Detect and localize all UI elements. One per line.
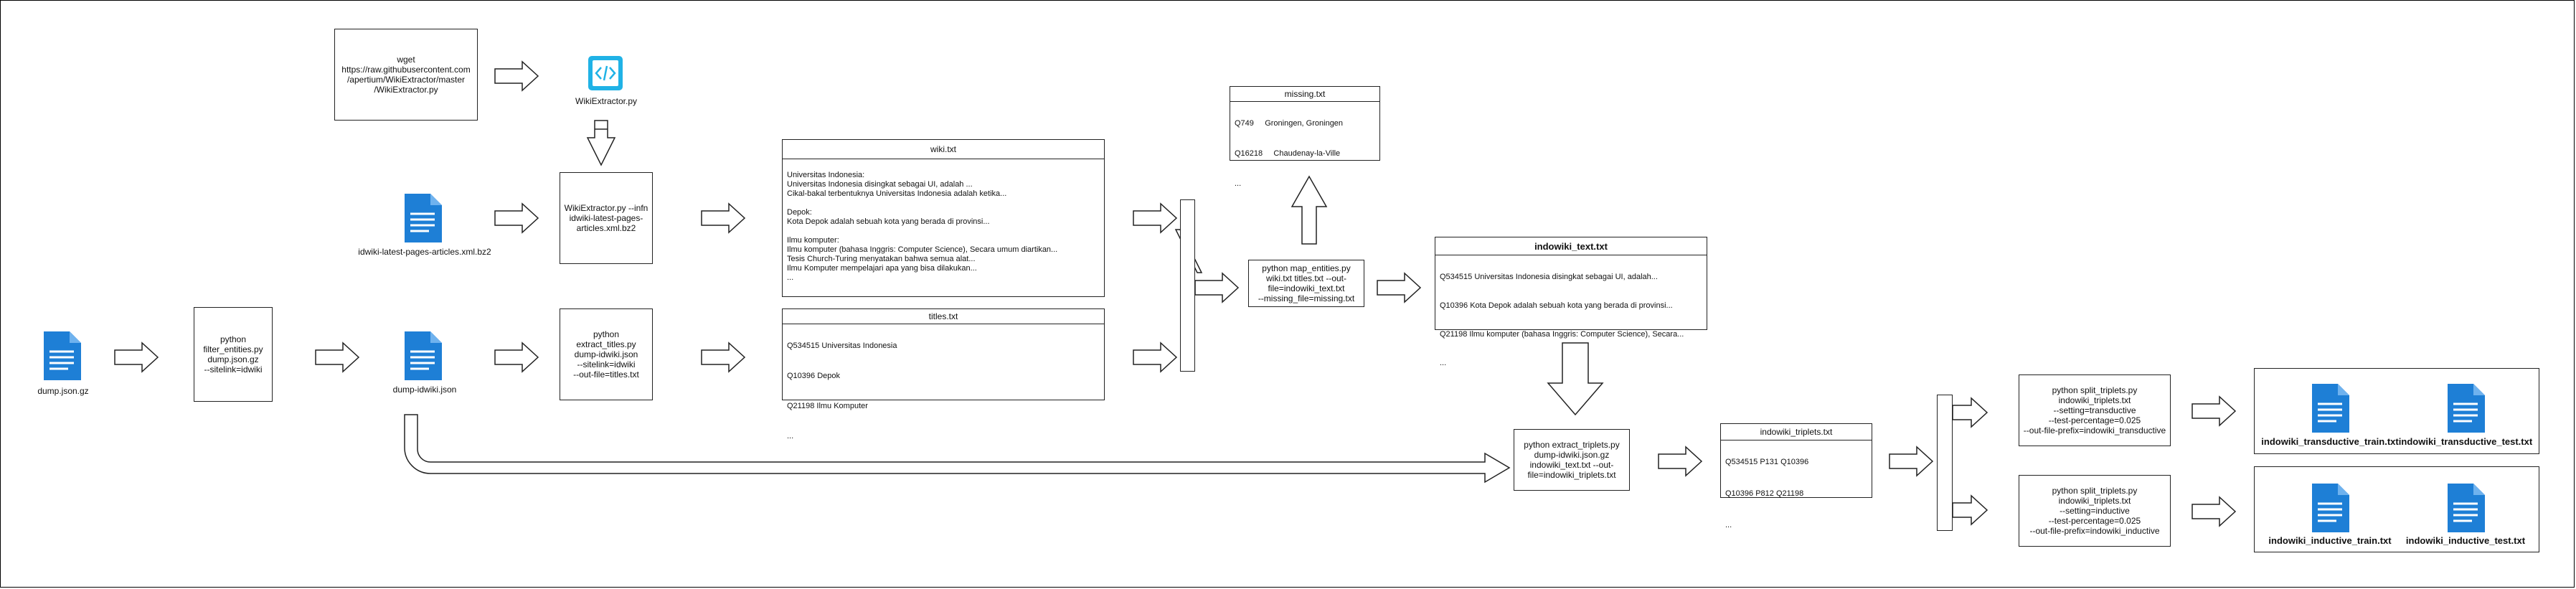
arrow-map-to-missing <box>1291 175 1328 245</box>
arrow-wikiextractor-to-extractor <box>586 120 616 166</box>
map-entities-step: python map_entities.py wiki.txt titles.t… <box>1248 260 1364 307</box>
arrow-extractor-to-wiki <box>701 202 746 234</box>
arrow-map-to-indowiki-text <box>1377 272 1422 303</box>
titles-row: Q21198 Ilmu Komputer <box>787 402 868 410</box>
wikiextractor-step: WikiExtractor.py --infn idwiki-latest-pa… <box>560 172 653 264</box>
missing-txt-title: missing.txt <box>1230 87 1379 102</box>
wiki-txt-title: wiki.txt <box>783 140 1104 159</box>
split-inductive-step: python split_triplets.py indowiki_triple… <box>2019 475 2171 547</box>
document-icon <box>44 331 81 380</box>
inductive-train-label: indowiki_inductive_train.txt <box>2268 535 2392 546</box>
arrow-split-lower <box>1952 494 1988 526</box>
wget-step: wget https://raw.githubusercontent.com /… <box>334 29 478 121</box>
wiki-txt-panel: wiki.txt Universitas Indonesia: Universi… <box>782 139 1105 297</box>
indowiki-text-title: indowiki_text.txt <box>1435 237 1707 255</box>
arrow-idwiki-bent-to-extract <box>404 414 1511 484</box>
missing-txt-panel: missing.txt Q749 Groningen, Groningen Q1… <box>1230 86 1380 188</box>
document-icon <box>405 194 442 242</box>
indowiki-text-row: Q10396 Kota Depok adalah sebuah kota yan… <box>1440 301 1673 310</box>
arrow-dump-to-filter <box>114 341 159 373</box>
inductive-results-group <box>2254 466 2539 552</box>
missing-row: Q16218 Chaudenay-la-Ville <box>1235 149 1341 158</box>
extract-triplets-step: python extract_triplets.py dump-idwiki.j… <box>1514 429 1630 491</box>
arrow-merge-to-map <box>1194 272 1240 303</box>
titles-row: Q10396 Depok <box>787 372 840 380</box>
arrow-wiki-to-merge <box>1133 202 1178 234</box>
arrow-triplets-to-split <box>1889 446 1934 477</box>
document-icon <box>2448 484 2485 532</box>
arrow-indowiki-text-to-extract <box>1547 342 1604 416</box>
arrow-filter-to-idwiki <box>315 341 360 373</box>
transductive-results-group <box>2254 368 2539 454</box>
idwiki-pages-label: idwiki-latest-pages-articles.xml.bz2 <box>358 247 491 257</box>
wiki-txt-body: Universitas Indonesia: Universitas Indon… <box>787 171 1058 282</box>
missing-row: Q749 Groningen, Groningen <box>1235 119 1344 128</box>
document-icon <box>2312 484 2349 532</box>
titles-row: Q534515 Universitas Indonesia <box>787 341 897 350</box>
arrow-trans-to-results <box>2192 395 2237 427</box>
indowiki-text-panel: indowiki_text.txt Q534515 Universitas In… <box>1435 237 1707 367</box>
document-icon <box>2312 384 2349 433</box>
missing-row: ... <box>1235 179 1242 188</box>
arrow-idwiki-to-titles <box>494 341 539 373</box>
titles-row: ... <box>787 432 794 440</box>
wikiextractor-py-label: WikiExtractor.py <box>575 96 638 106</box>
indowiki-text-row: Q21198 Ilmu komputer (bahasa Inggris: Co… <box>1440 330 1684 339</box>
arrow-titles-to-panel <box>701 341 746 373</box>
merge-bar <box>1180 199 1195 372</box>
indowiki-triplets-panel: indowiki_triplets.txt Q534515 P131 Q1039… <box>1720 423 1872 529</box>
split-bar <box>1937 395 1953 531</box>
arrow-titles-to-merge <box>1133 341 1178 373</box>
filter-entities-step: python filter_entities.py dump.json.gz -… <box>194 307 273 402</box>
indowiki-triplets-title: indowiki_triplets.txt <box>1721 424 1872 440</box>
document-icon <box>2448 384 2485 433</box>
arrow-ind-to-results <box>2192 496 2237 527</box>
transductive-test-label: indowiki_transductive_test.txt <box>2398 436 2533 447</box>
arrow-split-upper <box>1952 397 1988 428</box>
inductive-test-label: indowiki_inductive_test.txt <box>2405 535 2526 546</box>
split-transductive-step: python split_triplets.py indowiki_triple… <box>2019 374 2171 446</box>
triplets-row: ... <box>1725 521 1732 529</box>
arrow-pages-to-extractor <box>494 202 539 234</box>
titles-txt-title: titles.txt <box>783 309 1104 324</box>
code-file-icon <box>588 56 623 90</box>
arrow-wget-to-wikiextractor <box>494 60 539 92</box>
extract-titles-step: python extract_titles.py dump-idwiki.jso… <box>560 308 653 400</box>
indowiki-text-row: Q534515 Universitas Indonesia disingkat … <box>1440 273 1658 281</box>
triplets-row: Q534515 P131 Q10396 <box>1725 458 1809 466</box>
document-icon <box>405 331 442 380</box>
arrow-extract-to-triplets <box>1658 446 1703 477</box>
dump-json-gz-label: dump.json.gz <box>37 386 89 396</box>
indowiki-text-row: ... <box>1440 359 1447 367</box>
titles-txt-panel: titles.txt Q534515 Universitas Indonesia… <box>782 308 1105 440</box>
triplets-row: Q10396 P812 Q21198 <box>1725 489 1804 498</box>
transductive-train-label: indowiki_transductive_train.txt <box>2261 436 2399 447</box>
dump-idwiki-json-label: dump-idwiki.json <box>392 385 457 395</box>
